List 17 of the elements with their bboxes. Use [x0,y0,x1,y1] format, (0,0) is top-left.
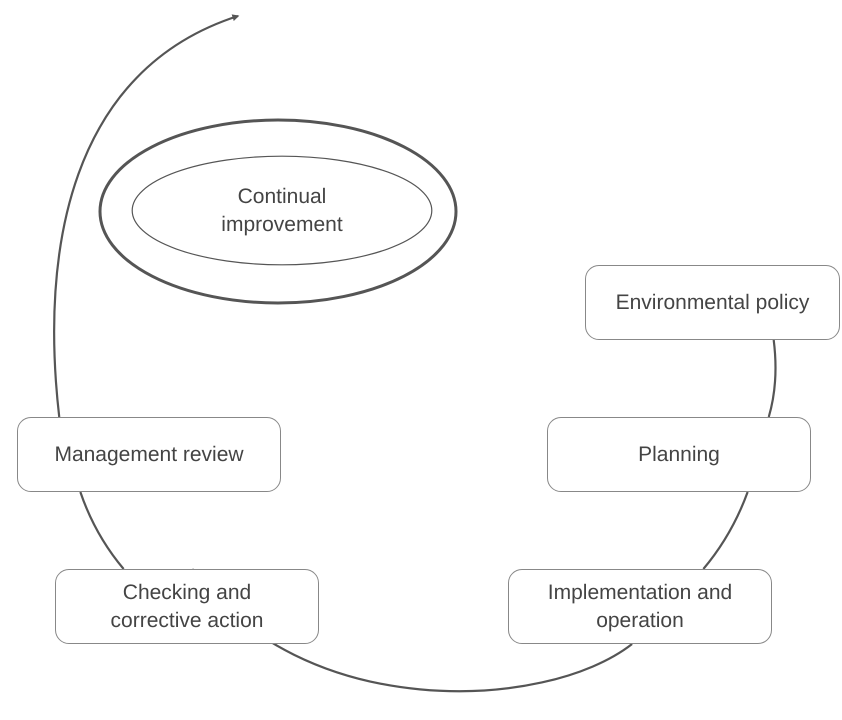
node-label: Continual improvement [220,184,344,238]
node-label: Environmental policy [616,290,810,316]
node-label: Planning [638,442,720,468]
arrow [53,14,240,418]
process-box [55,569,319,644]
process-box [17,417,281,492]
process-box [547,417,811,492]
connector-line [768,340,777,418]
ellipse-node [131,155,433,266]
connector-line [79,492,124,570]
node-label: Checking and corrective action [110,580,264,634]
connector-line [702,492,749,570]
node-label: Management review [54,442,244,468]
outer-ellipse [97,117,459,306]
process-box [585,265,840,340]
node-label: Implementation and operation [546,580,734,634]
process-box [508,569,772,644]
